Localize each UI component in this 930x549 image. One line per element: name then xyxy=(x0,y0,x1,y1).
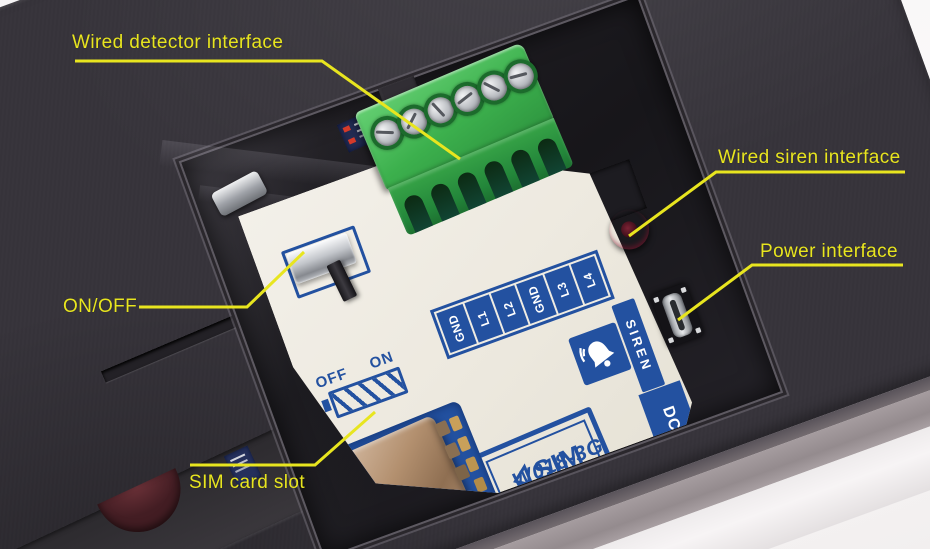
power-switch xyxy=(279,218,387,326)
main-pcb: OFF ON GND L1 L2 GND L3 L4 xyxy=(238,91,701,544)
annotation-wired-siren: Wired siren interface xyxy=(718,147,901,168)
case-recess-opening: 4 OFF ON GND L1 xyxy=(159,0,784,549)
annotation-sim-slot: SIM card slot xyxy=(189,472,306,493)
sim-logo: SIM xyxy=(472,406,621,530)
sim-card-icon xyxy=(506,462,536,495)
annotation-onoff: ON/OFF xyxy=(63,296,138,317)
annotation-wired-detector: Wired detector interface xyxy=(72,32,284,53)
annotation-power: Power interface xyxy=(760,241,899,262)
onoff-indicator: OFF ON xyxy=(313,345,419,431)
siren-bell-badge xyxy=(568,322,632,386)
bell-icon xyxy=(573,327,626,380)
dc5v-label: DC5V xyxy=(638,380,709,478)
